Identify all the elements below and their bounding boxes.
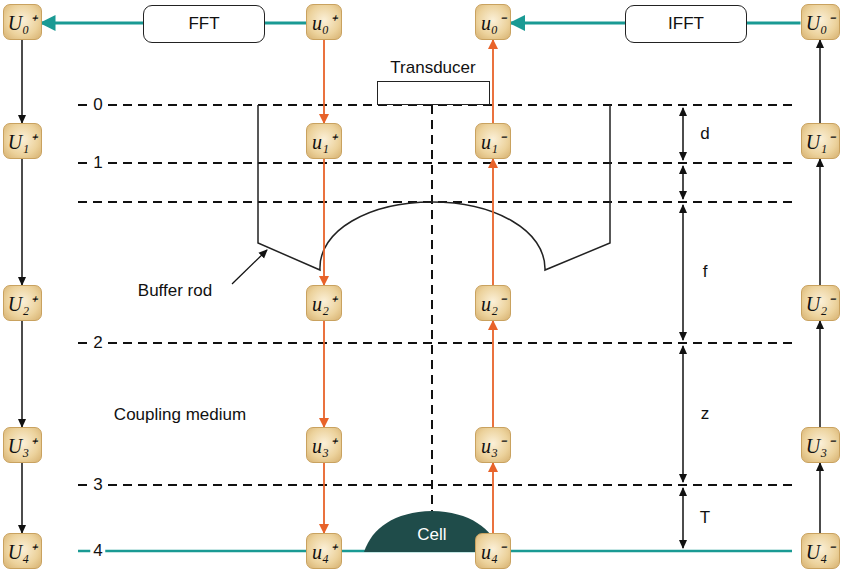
- signal-arrow: [511, 22, 625, 25]
- signal-token: u₃⁻: [475, 427, 511, 463]
- part-label: Coupling medium: [114, 405, 246, 425]
- signal-arrow: [21, 40, 23, 123]
- transform-box: IFFT: [625, 5, 747, 43]
- interface-number: 0: [90, 95, 105, 115]
- node-text: U₀⁻: [806, 9, 834, 36]
- signal-token: U₂⁻: [801, 285, 840, 321]
- signal-arrow: [492, 463, 494, 533]
- signal-arrow: [819, 463, 821, 533]
- signal-arrow: [492, 40, 494, 123]
- leader-line: [232, 250, 267, 284]
- signal-token: u₃⁺: [306, 427, 342, 463]
- signal-token: u₀⁺: [306, 4, 342, 40]
- node-text: u₀⁻: [481, 9, 505, 36]
- interface-number: 2: [90, 333, 105, 353]
- signal-token: U₁⁺: [3, 123, 42, 159]
- node-text: u₂⁺: [312, 290, 336, 317]
- interface-number: 3: [90, 475, 105, 495]
- node-text: u₃⁻: [481, 432, 505, 459]
- dimension-label: z: [701, 404, 710, 424]
- signal-arrow: [21, 159, 23, 285]
- interface-lines: [78, 105, 792, 512]
- signal-arrow: [323, 463, 325, 533]
- dimension-label: f: [703, 262, 708, 282]
- transducer: Transducer: [377, 81, 490, 105]
- node-text: u₄⁻: [481, 538, 505, 565]
- signal-arrow: [819, 321, 821, 427]
- interface-number: 1: [90, 153, 105, 173]
- node-text: Cell: [417, 525, 446, 545]
- signal-token: U₁⁻: [801, 123, 840, 159]
- signal-arrow: [42, 22, 144, 25]
- node-text: U₄⁺: [8, 538, 36, 565]
- node-text: Transducer: [390, 58, 475, 78]
- signal-token: U₀⁺: [3, 4, 42, 40]
- signal-token: U₃⁻: [801, 427, 840, 463]
- node-text: IFFT: [668, 14, 704, 34]
- signal-token: U₂⁺: [3, 285, 42, 321]
- node-text: u₄⁺: [312, 538, 336, 565]
- node-text: u₀⁺: [312, 9, 336, 36]
- node-text: U₂⁺: [8, 290, 36, 317]
- node-text: u₃⁺: [312, 432, 336, 459]
- node-text: u₁⁻: [481, 128, 505, 155]
- node-text: u₂⁻: [481, 290, 505, 317]
- signal-token: u₁⁻: [475, 123, 511, 159]
- node-text: U₁⁻: [806, 128, 834, 155]
- signal-token: U₀⁻: [801, 4, 840, 40]
- dimension-arrows: [682, 108, 684, 548]
- signal-arrow: [492, 159, 494, 285]
- signal-token: U₄⁻: [801, 533, 840, 569]
- signal-token: u₁⁺: [306, 123, 342, 159]
- signal-arrow: [747, 22, 801, 25]
- dimension-label: T: [700, 508, 710, 528]
- signal-arrow: [323, 159, 325, 285]
- signal-token: u₀⁻: [475, 4, 511, 40]
- node-text: U₀⁺: [8, 9, 36, 36]
- node-text: u₁⁺: [312, 128, 336, 155]
- signal-arrow: [21, 463, 23, 533]
- signal-token: U₄⁺: [3, 533, 42, 569]
- signal-token: u₂⁻: [475, 285, 511, 321]
- node-text: U₄⁻: [806, 538, 834, 565]
- signal-arrow: [323, 321, 325, 427]
- signal-arrow: [265, 22, 306, 25]
- signal-token: U₃⁺: [3, 427, 42, 463]
- node-text: U₃⁻: [806, 432, 834, 459]
- node-text: U₂⁻: [806, 290, 834, 317]
- signal-arrow: [21, 321, 23, 427]
- buffer-rod: [258, 105, 610, 270]
- transform-box: FFT: [143, 5, 265, 43]
- node-text: U₁⁺: [8, 128, 36, 155]
- signal-token: u₄⁻: [475, 533, 511, 569]
- part-label: Buffer rod: [138, 281, 212, 301]
- node-text: FFT: [188, 14, 219, 34]
- signal-arrow: [819, 40, 821, 123]
- signal-arrow: [819, 159, 821, 285]
- signal-token: u₂⁺: [306, 285, 342, 321]
- interface-number: 4: [90, 541, 105, 561]
- dimension-label: d: [700, 124, 709, 144]
- node-text: U₃⁺: [8, 432, 36, 459]
- signal-arrow: [323, 40, 325, 123]
- signal-arrow: [492, 321, 494, 427]
- signal-token: u₄⁺: [306, 533, 342, 569]
